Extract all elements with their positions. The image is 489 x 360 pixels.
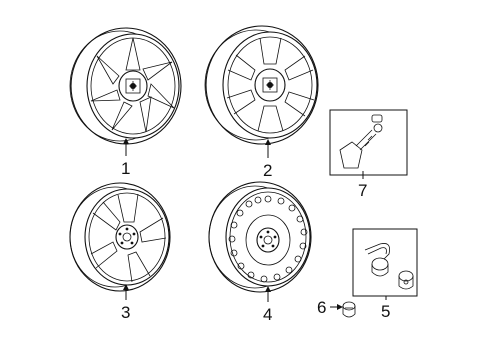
callout-2: 2 bbox=[263, 161, 272, 180]
wheel-1-alloy bbox=[69, 27, 182, 145]
tpms-sensor-box bbox=[329, 109, 408, 176]
callout-6: 6 bbox=[317, 298, 326, 317]
callout-7: 7 bbox=[358, 181, 367, 200]
callout-5: 5 bbox=[381, 302, 390, 321]
callout-4: 4 bbox=[263, 305, 272, 324]
callout-1: 1 bbox=[121, 159, 130, 178]
lock-kit-box bbox=[352, 228, 418, 297]
lug-nut bbox=[342, 301, 356, 318]
leader-arrows bbox=[123, 138, 387, 310]
wheel-2-chrome bbox=[204, 25, 319, 145]
callout-3: 3 bbox=[121, 303, 130, 322]
wheel-3-five-spoke bbox=[69, 182, 171, 292]
wheel-4-steel bbox=[208, 181, 312, 293]
